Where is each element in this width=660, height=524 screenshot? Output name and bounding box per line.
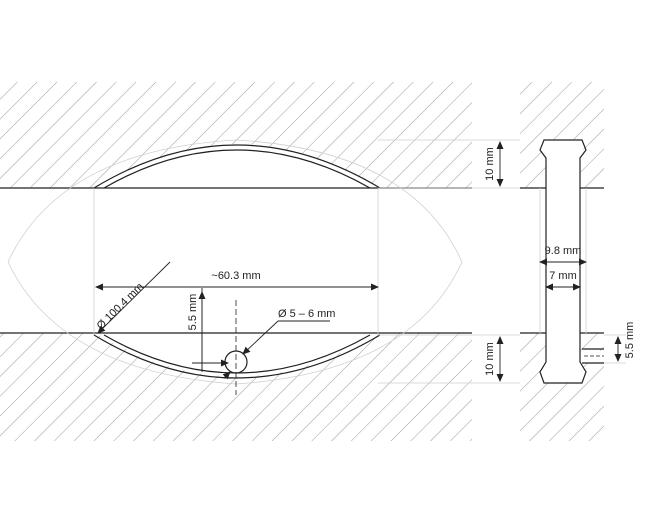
side-view-lower-block (520, 332, 604, 441)
width-dimension: ~60.3 mm (95, 270, 379, 291)
depth-dimension-right: 5.5 mm (604, 322, 636, 364)
side-width-label: 9.8 mm (545, 245, 582, 257)
hole-marker: Ø 5 – 6 mm (222, 300, 335, 395)
thickness-bottom-dimension: 10 mm (378, 334, 520, 384)
thickness-bottom-label: 10 mm (484, 342, 496, 376)
thickness-top-dimension: 10 mm (378, 139, 520, 189)
side-view-upper-block (520, 82, 604, 189)
depth-right-label: 5.5 mm (624, 322, 636, 359)
side-width-dimension: 9.8 mm (539, 245, 587, 266)
width-label: ~60.3 mm (211, 270, 260, 282)
diameter-label: Ø 100.4 mm (95, 281, 146, 332)
depth-left-label: 5.5 mm (187, 294, 199, 331)
hole-label: Ø 5 – 6 mm (278, 308, 335, 320)
diameter-dimension: Ø 100.4 mm (95, 261, 171, 334)
thickness-top-label: 10 mm (484, 147, 496, 181)
left-upper-block (0, 82, 472, 189)
depth-dimension-left: 5.5 mm (187, 288, 229, 372)
side-inner-dimension: 7 mm (545, 270, 581, 291)
side-inner-label: 7 mm (549, 270, 577, 282)
